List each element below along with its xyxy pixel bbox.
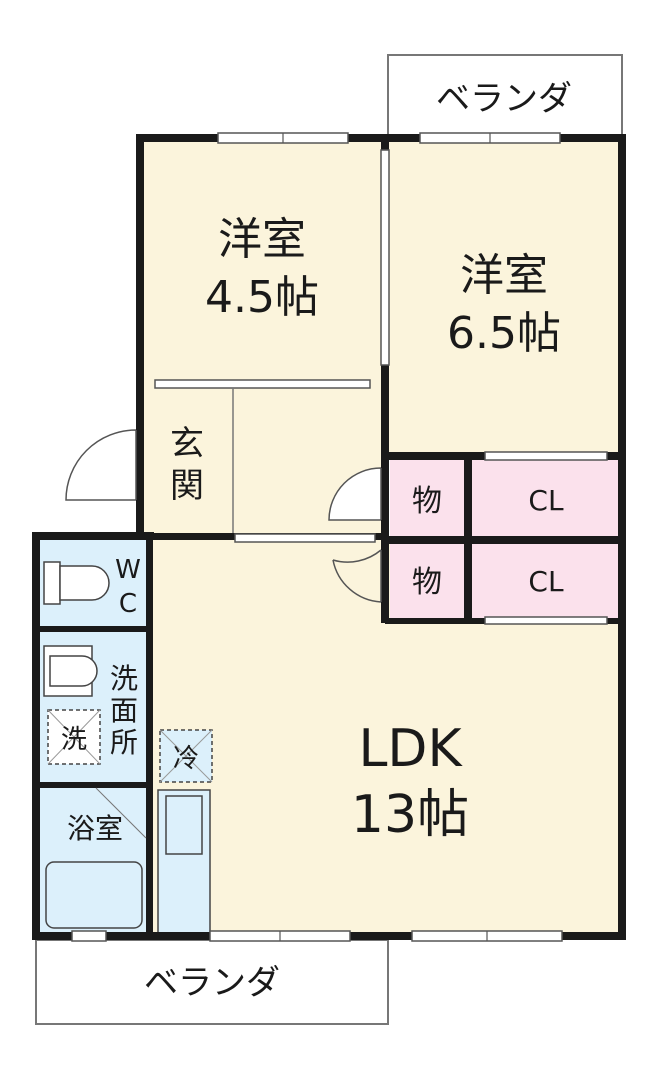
storage-lower-label: 物: [412, 565, 442, 600]
bath-door: [95, 787, 147, 839]
washer-label: 洗: [61, 725, 87, 755]
balcony-top: [387, 54, 623, 141]
toilet-label-top: W: [115, 555, 141, 585]
washer-pan: [47, 709, 101, 765]
room-western-large: [385, 138, 622, 458]
fridge-space: [159, 729, 213, 783]
entrance-label-top: 玄: [170, 424, 204, 464]
sliding-doors: [154, 149, 608, 625]
room-closet-upper: [470, 458, 622, 538]
balcony-bottom: [35, 939, 389, 1025]
western-large-name: 洋室: [460, 250, 548, 301]
entrance-label-bottom: 関: [170, 466, 204, 506]
balcony-bottom-label: ベランダ: [144, 963, 280, 1003]
bathtub-fixture: [45, 861, 143, 929]
ldk-size: 13帖: [351, 785, 469, 845]
washroom-label-2: 面: [110, 694, 138, 727]
room-closet-lower: [470, 542, 622, 620]
bath-label: 浴室: [67, 812, 123, 845]
western-small-name: 洋室: [218, 214, 306, 265]
closet-upper-label: CL: [528, 484, 564, 517]
balcony-top-label: ベランダ: [436, 79, 572, 119]
room-storage-upper: [390, 458, 465, 538]
storage-upper-label: 物: [412, 484, 442, 519]
ldk-name: LDK: [358, 719, 463, 779]
washbasin-fixture: [43, 645, 98, 697]
washroom-label-1: 洗: [110, 662, 138, 695]
washroom-label-3: 所: [110, 726, 138, 759]
room-western-small: [140, 138, 385, 385]
room-storage-lower: [390, 542, 465, 620]
kitchen-sink: [165, 795, 203, 855]
western-small-size: 4.5帖: [205, 272, 319, 323]
western-large-size: 6.5帖: [447, 308, 561, 359]
fridge-label: 冷: [173, 744, 199, 774]
swing-doors: [65, 429, 382, 603]
closet-lower-label: CL: [528, 565, 564, 598]
toilet-fixture: [43, 561, 110, 605]
toilet-label-bottom: C: [119, 589, 137, 619]
window-mullions: [279, 133, 491, 941]
